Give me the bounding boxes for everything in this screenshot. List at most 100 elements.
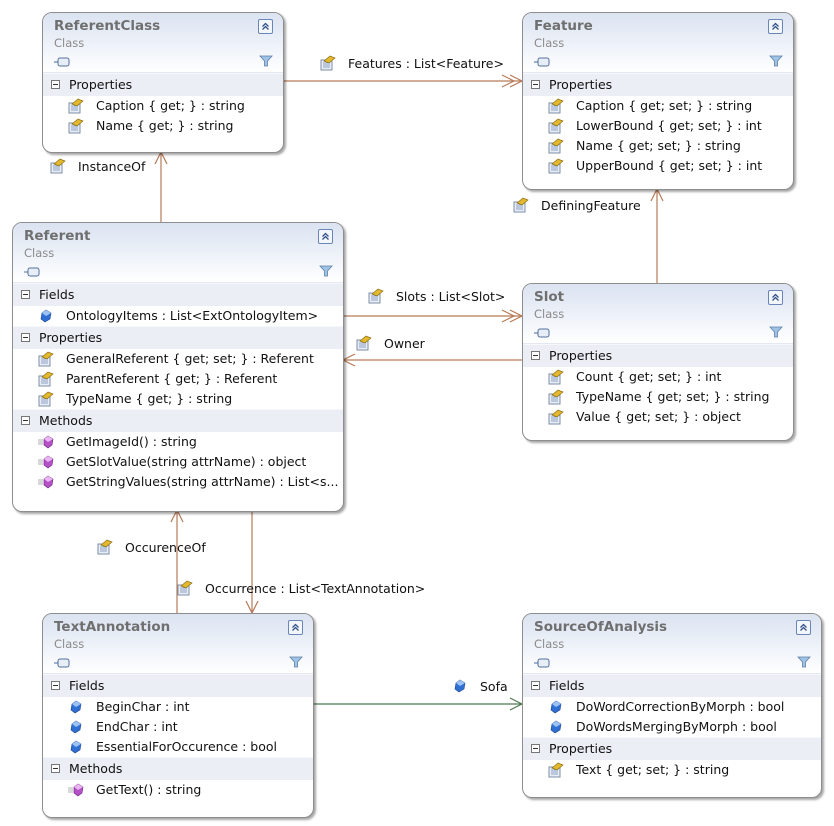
slots-arrowhead [501, 309, 516, 323]
class-header[interactable]: ReferentClass Class [43, 13, 283, 73]
collapse-icon[interactable] [768, 290, 783, 305]
association-text: Occurrence : List<TextAnnotation> [205, 581, 426, 596]
member-row[interactable]: Name { get; } : string [43, 116, 283, 136]
member-row[interactable]: Caption { get; } : string [43, 96, 283, 116]
collapse-icon[interactable] [796, 620, 811, 635]
filter-icon[interactable] [319, 265, 333, 277]
collapse-toggle-icon[interactable] [531, 681, 540, 690]
member-row[interactable]: TypeName { get; set; } : string [523, 387, 793, 407]
class-slot[interactable]: Slot Class Properties Count { get; set; … [522, 283, 794, 441]
association-text: Slots : List<Slot> [396, 289, 506, 304]
class-kind: Class [534, 36, 565, 50]
collapse-toggle-icon[interactable] [21, 416, 30, 425]
member-text: GeneralReferent { get; set; } : Referent [66, 351, 314, 366]
method-icon [38, 454, 54, 470]
member-text: Caption { get; } : string [96, 98, 245, 113]
member-row[interactable]: GeneralReferent { get; set; } : Referent [13, 349, 343, 369]
association-label-occurrence[interactable]: Occurrence : List<TextAnnotation> [177, 580, 425, 596]
member-text: Text { get; set; } : string [576, 762, 730, 777]
class-referentclass[interactable]: ReferentClass Class Properties Caption {… [42, 12, 284, 153]
class-shape-icon [54, 57, 70, 67]
member-row[interactable]: DoWordsMergingByMorph : bool [523, 717, 821, 737]
section-title: Properties [549, 348, 613, 363]
member-row[interactable]: Text { get; set; } : string [523, 760, 821, 780]
association-label-features[interactable]: Features : List<Feature> [320, 55, 504, 71]
member-row[interactable]: UpperBound { get; set; } : int [523, 156, 793, 176]
class-header[interactable]: Feature Class [523, 13, 793, 73]
collapse-toggle-icon[interactable] [21, 290, 30, 299]
section-methods[interactable]: Methods [13, 409, 343, 432]
collapse-toggle-icon[interactable] [531, 80, 540, 89]
association-label-occurence-of[interactable]: OccurenceOf [97, 539, 206, 555]
field-icon [68, 739, 84, 755]
member-row[interactable]: OntologyItems : List<ExtOntologyItem> [13, 306, 343, 326]
collapse-icon[interactable] [258, 19, 273, 34]
member-row[interactable]: TypeName { get; } : string [13, 389, 343, 409]
member-text: Count { get; set; } : int [576, 369, 722, 384]
filter-icon[interactable] [289, 656, 303, 668]
collapse-icon[interactable] [288, 620, 303, 635]
section-properties[interactable]: Properties [43, 73, 283, 96]
class-referent[interactable]: Referent Class Fields OntologyItems : Li… [12, 222, 344, 512]
section-properties[interactable]: Properties [523, 344, 793, 367]
collapse-icon[interactable] [768, 19, 783, 34]
class-name: Slot [534, 289, 565, 305]
class-header[interactable]: SourceOfAnalysis Class [523, 614, 821, 674]
section-title: Methods [69, 761, 123, 776]
collapse-toggle-icon[interactable] [51, 80, 60, 89]
collapse-toggle-icon[interactable] [21, 333, 30, 342]
member-row[interactable]: Value { get; set; } : object [523, 407, 793, 427]
section-properties[interactable]: Properties [13, 326, 343, 349]
member-row[interactable]: ParentReferent { get; } : Referent [13, 369, 343, 389]
class-name: Feature [534, 18, 593, 34]
section-methods[interactable]: Methods [43, 757, 313, 780]
member-row[interactable]: LowerBound { get; set; } : int [523, 116, 793, 136]
member-row[interactable]: EndChar : int [43, 717, 313, 737]
section-properties[interactable]: Properties [523, 737, 821, 760]
field-icon [548, 719, 564, 735]
section-properties[interactable]: Properties [523, 73, 793, 96]
collapse-icon[interactable] [318, 229, 333, 244]
member-text: GetSlotValue(string attrName) : object [66, 454, 307, 469]
member-text: GetText() : string [96, 782, 202, 797]
member-row[interactable]: Name { get; set; } : string [523, 136, 793, 156]
member-row[interactable]: EssentialForOccurence : bool [43, 737, 313, 757]
member-row[interactable]: GetImageId() : string [13, 432, 343, 452]
section-fields[interactable]: Fields [43, 674, 313, 697]
filter-icon[interactable] [769, 55, 783, 67]
class-textannotation[interactable]: TextAnnotation Class Fields BeginChar : … [42, 613, 314, 818]
association-label-slots[interactable]: Slots : List<Slot> [368, 288, 505, 304]
association-label-defining-feature[interactable]: DefiningFeature [513, 197, 641, 213]
member-row[interactable]: Count { get; set; } : int [523, 367, 793, 387]
class-header[interactable]: Slot Class [523, 284, 793, 344]
collapse-toggle-icon[interactable] [531, 744, 540, 753]
collapse-toggle-icon[interactable] [531, 351, 540, 360]
filter-icon[interactable] [259, 55, 273, 67]
member-text: TypeName { get; } : string [66, 391, 233, 406]
member-text: LowerBound { get; set; } : int [576, 118, 762, 133]
class-header[interactable]: Referent Class [13, 223, 343, 283]
class-name: Referent [24, 228, 91, 244]
property-icon [548, 369, 564, 385]
member-row[interactable]: DoWordCorrectionByMorph : bool [523, 697, 821, 717]
class-shape-icon [24, 267, 40, 277]
member-row[interactable]: GetSlotValue(string attrName) : object [13, 452, 343, 472]
collapse-toggle-icon[interactable] [51, 764, 60, 773]
member-row[interactable]: GetText() : string [43, 780, 313, 800]
member-text: DoWordsMergingByMorph : bool [576, 719, 777, 734]
class-kind: Class [24, 246, 55, 260]
association-label-instance-of[interactable]: InstanceOf [50, 158, 145, 174]
member-row[interactable]: GetStringValues(string attrName) : List<… [13, 472, 343, 492]
section-fields[interactable]: Fields [13, 283, 343, 306]
class-header[interactable]: TextAnnotation Class [43, 614, 313, 674]
member-row[interactable]: BeginChar : int [43, 697, 313, 717]
class-sourceofanalysis[interactable]: SourceOfAnalysis Class Fields DoWordCorr… [522, 613, 822, 798]
filter-icon[interactable] [769, 326, 783, 338]
class-feature[interactable]: Feature Class Properties Caption { get; … [522, 12, 794, 190]
collapse-toggle-icon[interactable] [51, 681, 60, 690]
association-label-sofa[interactable]: Sofa [452, 678, 508, 694]
section-fields[interactable]: Fields [523, 674, 821, 697]
association-label-owner[interactable]: Owner [356, 335, 425, 351]
filter-icon[interactable] [797, 656, 811, 668]
member-row[interactable]: Caption { get; set; } : string [523, 96, 793, 116]
